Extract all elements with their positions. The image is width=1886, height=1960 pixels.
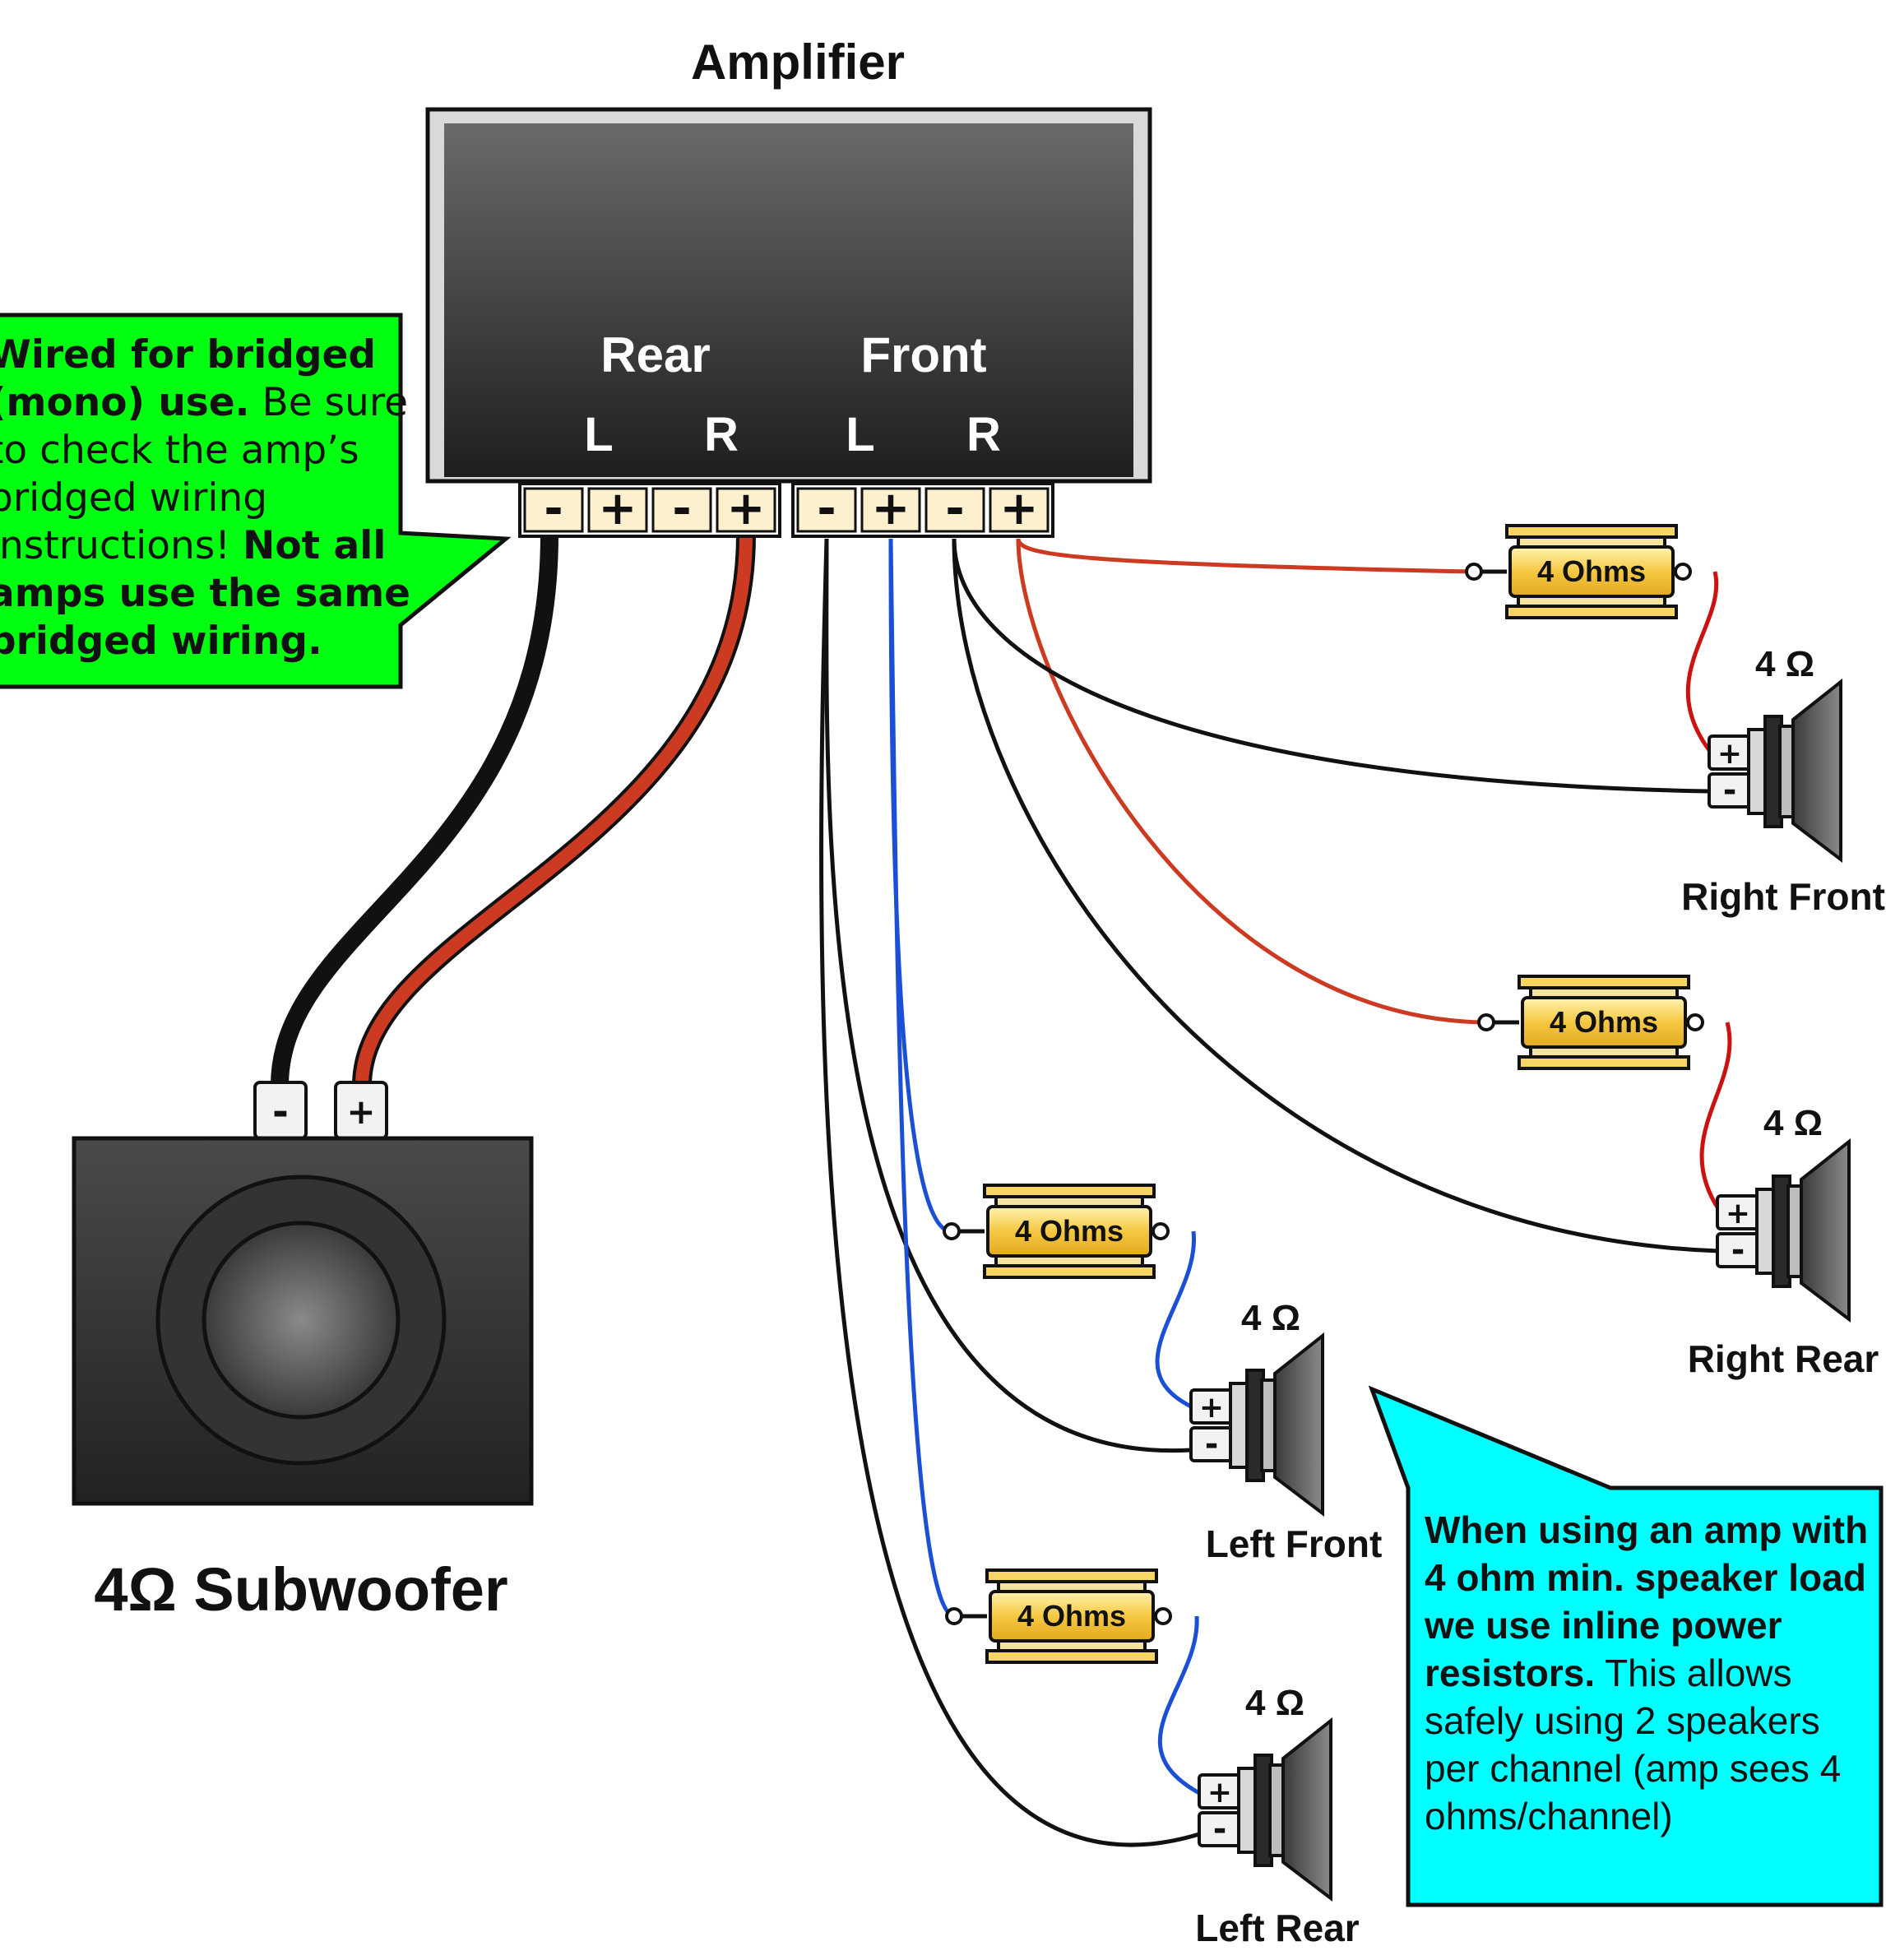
callout-resistors-line4b: This allows bbox=[1595, 1652, 1791, 1694]
subwoofer-label: 4Ω Subwoofer bbox=[94, 1555, 507, 1624]
callout-resistors-line2: 4 ohm min. speaker load bbox=[1425, 1556, 1866, 1599]
callout-resistors-line7: ohms/channel) bbox=[1425, 1795, 1673, 1837]
wire-sub-positive bbox=[352, 525, 756, 1096]
svg-text:Wired for bridged (mono): Wired for bridged (mono) use. Be sure to… bbox=[0, 332, 423, 664]
wire-rr-positive bbox=[1016, 538, 1487, 1025]
terminal-front-l-pos bbox=[860, 487, 921, 533]
callout-bridged-line1: Wired for bridged bbox=[0, 332, 376, 378]
terminal-label: - bbox=[817, 482, 836, 535]
callout-bridged-line3: to check the amp’s bbox=[0, 428, 359, 473]
speaker-right-rear: + - bbox=[1716, 1140, 1851, 1321]
amplifier-channel-rear: Rear bbox=[600, 327, 710, 382]
speaker-left-rear-ohms: 4 Ω bbox=[1245, 1683, 1304, 1723]
speaker-left-rear: + - bbox=[1198, 1719, 1332, 1900]
callout-bridged: Wired for bridged (mono) use. Be sure to… bbox=[0, 313, 512, 689]
amplifier-title: Amplifier bbox=[691, 35, 905, 90]
wire-lf-negative bbox=[824, 538, 1192, 1453]
amplifier-front-right-label: R bbox=[966, 408, 1001, 461]
resistor-left-front-label: 4 Ohms bbox=[1015, 1214, 1124, 1248]
resistor-right-front: 4 Ohms bbox=[1467, 526, 1690, 618]
terminal-label: + bbox=[599, 482, 637, 535]
speaker-right-front: + - bbox=[1708, 680, 1842, 861]
terminal-rear-l-neg bbox=[523, 487, 584, 533]
resistor-right-rear: 4 Ohms bbox=[1479, 976, 1703, 1068]
resistor-left-front: 4 Ohms bbox=[944, 1185, 1168, 1277]
callout-bridged-line2b: Be sure bbox=[250, 380, 409, 425]
callout-resistors: When using an amp with 4 ohm min. speake… bbox=[1368, 1385, 1884, 1907]
terminal-label: + bbox=[727, 482, 766, 535]
terminal-front-r-pos bbox=[989, 487, 1050, 533]
amplifier-rear-right-label: R bbox=[704, 408, 739, 461]
callout-bridged-line2a: (mono) use. bbox=[0, 380, 250, 425]
svg-text:When using an amp with 4: When using an amp with 4 ohm min. speake… bbox=[1424, 1508, 1879, 1837]
speaker-left-front-ohms: 4 Ω bbox=[1241, 1298, 1300, 1338]
sub-terminal-positive-label: + bbox=[346, 1091, 375, 1132]
terminal-front-l-neg bbox=[796, 487, 857, 533]
amplifier-terminal-strip: - + - + - + - + bbox=[518, 482, 1054, 538]
callout-bridged-line6: amps use the same bbox=[0, 571, 410, 616]
sub-terminal-negative-label: - bbox=[272, 1089, 289, 1135]
terminal-label: - bbox=[544, 482, 563, 535]
speaker-right-rear-pos-label: + bbox=[1726, 1197, 1750, 1230]
terminal-front-r-neg bbox=[924, 487, 985, 533]
amplifier-front-left-label: L bbox=[846, 408, 874, 461]
callout-bridged-line7: bridged wiring. bbox=[0, 619, 322, 664]
callout-bridged-line5b: Not all bbox=[243, 523, 386, 568]
speaker-right-rear-ohms: 4 Ω bbox=[1763, 1103, 1823, 1143]
wire-rr-negative bbox=[952, 538, 1720, 1253]
speaker-right-front-pos-label: + bbox=[1717, 737, 1742, 771]
wire-rf-negative bbox=[952, 538, 1710, 794]
terminal-rear-r-pos bbox=[716, 487, 776, 533]
callout-resistors-line4a: resistors. bbox=[1425, 1652, 1595, 1694]
resistor-left-rear: 4 Ohms bbox=[947, 1570, 1170, 1662]
subwoofer-cone bbox=[202, 1221, 401, 1420]
terminal-rear-r-neg bbox=[651, 487, 712, 533]
subwoofer: - + bbox=[72, 1081, 534, 1506]
speaker-left-front-pos-label: + bbox=[1199, 1391, 1224, 1425]
speaker-left-rear-pos-label: + bbox=[1207, 1776, 1232, 1809]
speaker-right-rear-neg-label: - bbox=[1731, 1231, 1745, 1269]
callout-resistors-line5: safely using 2 speakers bbox=[1425, 1699, 1820, 1742]
callout-bridged-line5a: instructions! bbox=[0, 523, 243, 568]
wire-lf-jumper bbox=[1155, 1230, 1196, 1409]
wire-rf-jumper bbox=[1685, 571, 1719, 752]
speaker-left-rear-name: Left Rear bbox=[1195, 1907, 1359, 1949]
speaker-left-rear-neg-label: - bbox=[1213, 1810, 1227, 1848]
speaker-right-rear-name: Right Rear bbox=[1688, 1337, 1879, 1380]
callout-resistors-line1: When using an amp with bbox=[1425, 1508, 1868, 1551]
amplifier-channel-front: Front bbox=[860, 327, 986, 382]
wire-lr-negative bbox=[819, 538, 1200, 1847]
terminal-rear-l-pos bbox=[587, 487, 648, 533]
speaker-right-front-ohms: 4 Ω bbox=[1755, 644, 1814, 684]
callout-bridged-line4: bridged wiring bbox=[0, 475, 267, 521]
speaker-right-front-neg-label: - bbox=[1723, 771, 1737, 809]
speaker-left-front: + - bbox=[1189, 1334, 1324, 1515]
resistor-right-rear-label: 4 Ohms bbox=[1550, 1005, 1658, 1039]
wire-sub-negative bbox=[271, 526, 558, 1095]
callout-resistors-line6: per channel (amp sees 4 bbox=[1425, 1747, 1841, 1790]
wire-lr-jumper bbox=[1157, 1615, 1201, 1796]
amplifier-rear-left-label: L bbox=[584, 408, 613, 461]
terminal-label: + bbox=[1000, 482, 1039, 535]
wire-rf-positive bbox=[1016, 538, 1473, 574]
resistor-left-rear-label: 4 Ohms bbox=[1017, 1599, 1126, 1633]
speaker-left-front-name: Left Front bbox=[1206, 1522, 1383, 1565]
speaker-right-front-name: Right Front bbox=[1681, 875, 1885, 918]
callout-resistors-line3: we use inline power bbox=[1424, 1604, 1782, 1647]
terminal-label: - bbox=[945, 482, 964, 535]
wire-rr-jumper bbox=[1699, 1022, 1732, 1212]
speaker-left-front-neg-label: - bbox=[1205, 1425, 1219, 1463]
terminal-label: - bbox=[672, 482, 691, 535]
terminal-label: + bbox=[872, 482, 911, 535]
resistor-right-front-label: 4 Ohms bbox=[1537, 554, 1646, 588]
wire-lr-positive bbox=[888, 538, 955, 1619]
